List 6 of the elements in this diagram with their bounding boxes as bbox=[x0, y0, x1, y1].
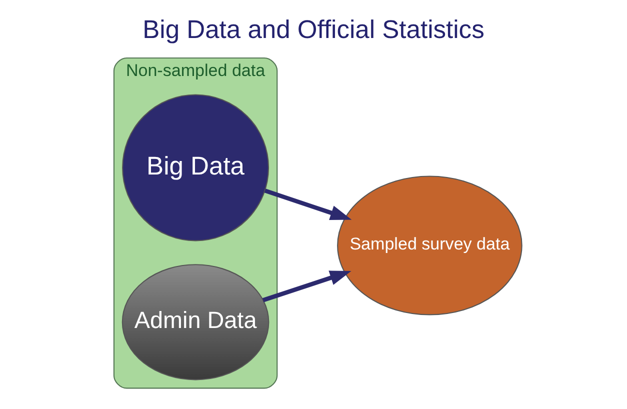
diagram-title: Big Data and Official Statistics bbox=[142, 15, 484, 44]
arrow bbox=[262, 270, 352, 302]
arrow bbox=[264, 188, 352, 220]
node-ellipse: Sampled survey data bbox=[337, 175, 522, 315]
node-circle: Big Data bbox=[122, 94, 270, 241]
node-ellipse: Admin Data bbox=[122, 264, 270, 380]
